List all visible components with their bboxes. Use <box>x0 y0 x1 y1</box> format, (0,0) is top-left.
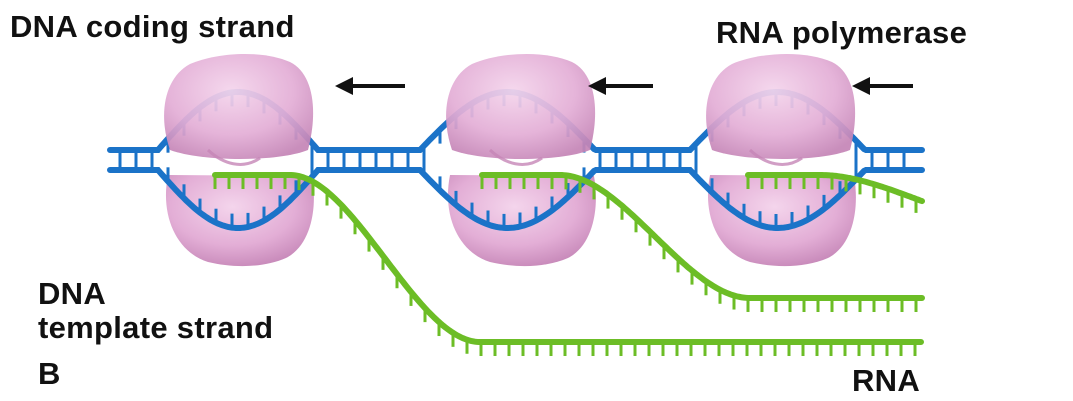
rna-polymerase-upper-1 <box>164 54 313 159</box>
rna-polymerase-upper-2 <box>446 54 595 159</box>
dna-template-label-line2: template strand <box>38 311 273 345</box>
direction-arrow-2 <box>588 77 653 95</box>
rna-polymerase-lower-1 <box>166 175 314 266</box>
rna-polymerase-label: RNA polymerase <box>716 16 967 50</box>
arrow-left-icon <box>335 77 353 95</box>
rna-polymerase-upper-3 <box>706 54 855 159</box>
rna-label: RNA <box>852 364 920 398</box>
dna-template-label-line1: DNA <box>38 277 106 311</box>
dna-coding-strand-label: DNA coding strand <box>10 10 295 44</box>
arrow-left-icon <box>852 77 870 95</box>
rna-polymerase-lower-3 <box>708 175 856 266</box>
direction-arrow-1 <box>335 77 405 95</box>
panel-letter: B <box>38 357 61 391</box>
direction-arrow-3 <box>852 77 913 95</box>
